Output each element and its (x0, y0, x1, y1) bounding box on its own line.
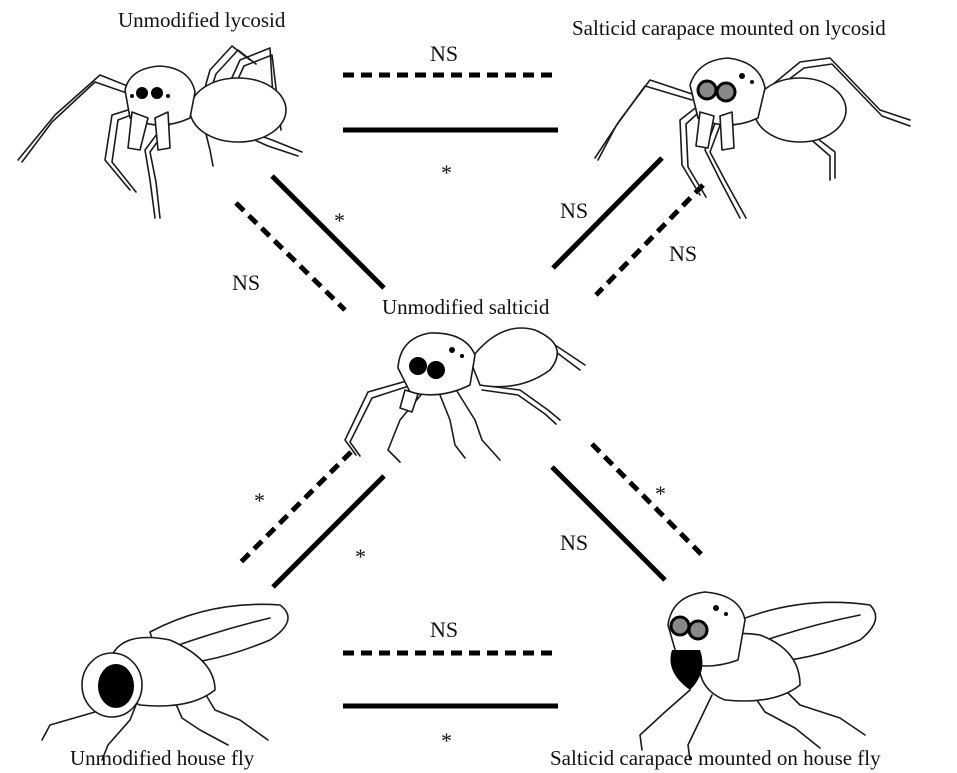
mark-lower-right-solid: NS (560, 532, 588, 554)
label-unmodified-house-fly: Unmodified house fly (70, 748, 254, 769)
label-unmodified-lycosid: Unmodified lycosid (118, 10, 285, 31)
label-salticid-on-house-fly: Salticid carapace mounted on house fly (550, 748, 881, 769)
mark-top-solid: * (441, 162, 452, 184)
mark-upper-right-solid: NS (560, 200, 588, 222)
mark-upper-left-solid: * (334, 210, 345, 232)
mark-lower-right-dashed: * (655, 483, 666, 505)
label-unmodified-salticid: Unmodified salticid (382, 297, 549, 318)
mark-upper-right-dashed: NS (669, 243, 697, 265)
mark-top-dashed: NS (430, 43, 458, 65)
label-salticid-on-lycosid: Salticid carapace mounted on lycosid (572, 18, 886, 39)
mark-bottom-solid: * (441, 730, 452, 752)
mark-lower-left-dashed: * (254, 490, 265, 512)
mark-upper-left-dashed: NS (232, 272, 260, 294)
mark-lower-left-solid: * (355, 546, 366, 568)
mark-bottom-dashed: NS (430, 619, 458, 641)
